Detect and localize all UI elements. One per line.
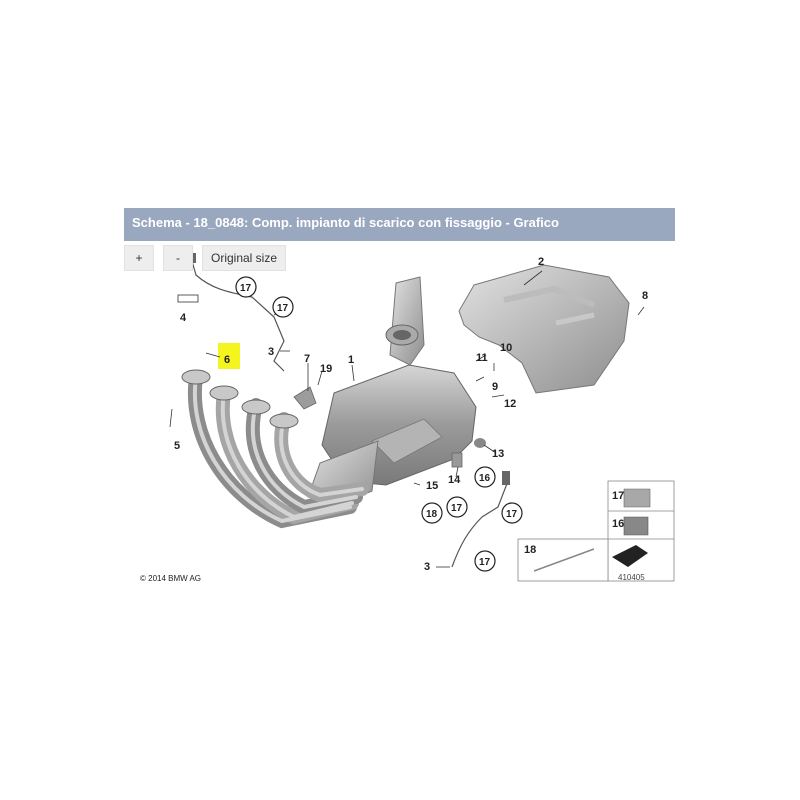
- connector-pipe: [385, 276, 425, 366]
- callout-17-mid: 17: [446, 496, 468, 518]
- label-5: 5: [174, 440, 180, 452]
- diagram-reference-number: 410405: [618, 573, 645, 582]
- bracket-7: [293, 386, 317, 410]
- label-6: 6: [224, 354, 230, 366]
- svg-text:17: 17: [506, 509, 518, 520]
- zoom-in-button[interactable]: +: [124, 245, 154, 271]
- label-12: 12: [504, 398, 516, 410]
- copyright-text: © 2014 BMW AG: [140, 574, 201, 583]
- label-13: 13: [492, 448, 504, 460]
- zoom-toolbar: + - Original size: [124, 245, 287, 271]
- label-1: 1: [348, 354, 354, 366]
- label-4: 4: [180, 312, 187, 324]
- label-7: 7: [304, 353, 310, 365]
- highlight-part-6: [218, 343, 240, 369]
- svg-text:17: 17: [451, 503, 463, 514]
- part-4-shape: [177, 294, 199, 303]
- callout-17-top: 17: [235, 276, 257, 298]
- legend-label-16: 16: [612, 518, 624, 530]
- lambda-sensor-lower: [451, 471, 510, 568]
- label-8: 8: [642, 290, 648, 302]
- callout-16: 16: [474, 466, 496, 488]
- svg-text:18: 18: [426, 509, 438, 520]
- label-19: 19: [320, 363, 332, 375]
- legend-box: [517, 480, 675, 582]
- clamp-13: [474, 438, 486, 448]
- callout-17-right: 17: [501, 502, 523, 524]
- zoom-out-button[interactable]: -: [163, 245, 193, 271]
- label-9: 9: [492, 381, 498, 393]
- label-11: 11: [476, 352, 488, 364]
- label-14: 14: [448, 474, 461, 486]
- callout-18: 18: [421, 502, 443, 524]
- legend-label-18: 18: [524, 544, 536, 556]
- svg-text:17: 17: [240, 283, 252, 294]
- original-size-button[interactable]: Original size: [202, 245, 287, 271]
- exhaust-manifold: [187, 370, 369, 529]
- label-2: 2: [538, 256, 544, 268]
- exhaust-system-diagram: 2 8 1 7 19 3 4 5 6 11 10 9 12 13 14 15 3…: [124, 245, 675, 590]
- svg-text:17: 17: [479, 557, 491, 568]
- svg-text:17: 17: [277, 303, 289, 314]
- sleeve-14: [451, 452, 463, 468]
- label-3-upper: 3: [268, 346, 274, 358]
- callout-17-bottom: 17: [474, 550, 496, 572]
- diagram-title-bar: Schema - 18_0848: Comp. impianto di scar…: [124, 208, 675, 241]
- diagram-title: Schema - 18_0848: Comp. impianto di scar…: [132, 215, 559, 230]
- label-10: 10: [500, 342, 512, 354]
- label-3-lower: 3: [424, 561, 430, 573]
- label-15: 15: [426, 480, 438, 492]
- legend-label-17: 17: [612, 490, 624, 502]
- callout-17-upper-right: 17: [272, 296, 294, 318]
- svg-text:16: 16: [479, 473, 491, 484]
- manifold-flanges: [181, 369, 299, 429]
- heat-shield: [458, 264, 630, 394]
